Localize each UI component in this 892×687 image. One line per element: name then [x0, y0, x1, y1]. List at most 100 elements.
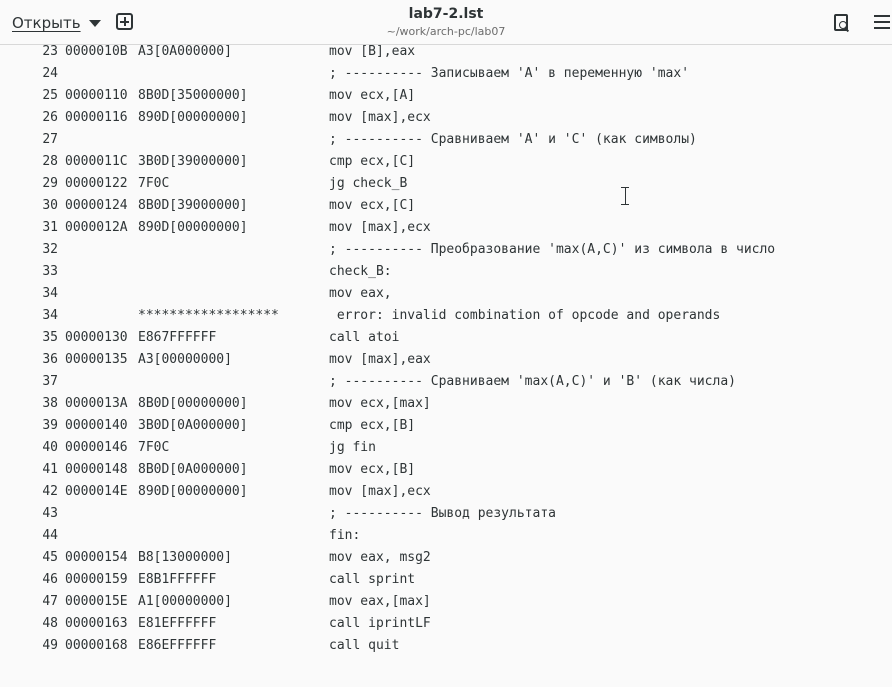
line-number: 29 [42, 176, 58, 191]
machine-code: 8B0D[39000000] [138, 198, 248, 213]
address: 00000140 [65, 418, 128, 433]
machine-code: 8B0D[0A000000] [138, 462, 248, 477]
address: 00000163 [65, 616, 128, 631]
address: 00000148 [65, 462, 128, 477]
source-code: ; ---------- Преобразование 'max(A,C)' и… [329, 242, 776, 257]
source-code: mov ecx,[C] [329, 198, 416, 213]
address: 00000130 [65, 330, 128, 345]
source-code: ; ---------- Записываем 'A' в переменную… [329, 66, 690, 81]
line-number: 43 [42, 506, 58, 521]
machine-code: E867FFFFFF [138, 330, 217, 345]
line-number: 40 [42, 440, 58, 455]
source-code: cmp ecx,[B] [329, 418, 416, 433]
address: 0000010B [65, 45, 128, 59]
line-number: 26 [42, 110, 58, 125]
address: 00000135 [65, 352, 128, 367]
address: 0000013A [65, 396, 128, 411]
line-number: 32 [42, 242, 58, 257]
line-number: 25 [42, 88, 58, 103]
machine-code: 7F0C [138, 440, 170, 455]
address: 00000168 [65, 638, 128, 653]
address: 0000015E [65, 594, 128, 609]
address: 00000146 [65, 440, 128, 455]
machine-code: A1[00000000] [138, 594, 232, 609]
machine-code: 8B0D[00000000] [138, 396, 248, 411]
window-subtitle-path: ~/work/arch-pc/lab07 [386, 25, 506, 38]
machine-code: 3B0D[0A000000] [138, 418, 248, 433]
source-code: error: invalid combination of opcode and… [329, 308, 721, 323]
source-code: mov [B],eax [329, 45, 416, 59]
machine-code: E81EFFFFFF [138, 616, 217, 631]
source-code: mov eax, msg2 [329, 550, 431, 565]
address: 00000154 [65, 550, 128, 565]
chevron-down-icon [88, 19, 101, 27]
source-code: call iprintLF [329, 616, 431, 631]
new-tab-icon[interactable] [116, 13, 133, 30]
address: 0000012A [65, 220, 128, 235]
source-code: call sprint [329, 572, 416, 587]
line-number: 33 [42, 264, 58, 279]
line-number: 41 [42, 462, 58, 477]
search-document-icon[interactable] [834, 14, 850, 32]
address: 00000110 [65, 88, 128, 103]
machine-code: A3[00000000] [138, 352, 232, 367]
source-code: mov [max],ecx [329, 110, 431, 125]
source-code: cmp ecx,[C] [329, 154, 416, 169]
address: 0000011C [65, 154, 128, 169]
source-code: check_B: [329, 264, 392, 279]
line-number: 35 [42, 330, 58, 345]
source-code: ; ---------- Сравниваем 'A' и 'C' (как с… [329, 132, 697, 147]
line-number: 44 [42, 528, 58, 543]
source-code: mov ecx,[B] [329, 462, 416, 477]
line-number: 38 [42, 396, 58, 411]
line-number: 23 [42, 45, 58, 59]
header-bar: Открыть lab7-2.lst ~/work/arch-pc/lab07 [0, 0, 892, 45]
source-code: mov ecx,[max] [329, 396, 431, 411]
line-number: 48 [42, 616, 58, 631]
line-number: 47 [42, 594, 58, 609]
window-title: lab7-2.lst [408, 6, 484, 22]
line-number: 36 [42, 352, 58, 367]
address: 0000014E [65, 484, 128, 499]
source-code: mov [max],ecx [329, 220, 431, 235]
source-code: call quit [329, 638, 400, 653]
open-button[interactable]: Открыть [12, 12, 101, 34]
line-number: 37 [42, 374, 58, 389]
source-code: call atoi [329, 330, 400, 345]
source-code: mov [max],ecx [329, 484, 431, 499]
hamburger-menu-icon[interactable] [874, 15, 890, 29]
text-cursor-icon [621, 187, 629, 206]
machine-code: 3B0D[39000000] [138, 154, 248, 169]
machine-code: 890D[00000000] [138, 484, 248, 499]
source-code: mov [max],eax [329, 352, 431, 367]
line-number: 45 [42, 550, 58, 565]
machine-code: 8B0D[35000000] [138, 88, 248, 103]
line-number: 34 [42, 308, 58, 323]
open-button-label: Открыть [12, 14, 81, 32]
line-number: 46 [42, 572, 58, 587]
source-code: ; ---------- Сравниваем 'max(A,C)' и 'B'… [329, 374, 736, 389]
source-code: mov eax, [329, 286, 392, 301]
source-code: mov eax,[max] [329, 594, 431, 609]
source-code: fin: [329, 528, 361, 543]
source-code: jg check_B [329, 176, 408, 191]
machine-code: A3[0A000000] [138, 45, 232, 59]
text-editor-area[interactable]: 23 0000010B A3[0A000000] mov [B],eax 24 ; ---… [0, 45, 892, 687]
line-number: 27 [42, 132, 58, 147]
line-number: 24 [42, 66, 58, 81]
machine-code: 7F0C [138, 176, 170, 191]
address: 00000122 [65, 176, 128, 191]
address: 00000124 [65, 198, 128, 213]
address: 00000116 [65, 110, 128, 125]
source-code: jg fin [329, 440, 376, 455]
machine-code: E86EFFFFFF [138, 638, 217, 653]
address: 00000159 [65, 572, 128, 587]
source-code: ; ---------- Вывод результата [329, 506, 556, 521]
machine-code: E8B1FFFFFF [138, 572, 217, 587]
line-number: 49 [42, 638, 58, 653]
line-number: 28 [42, 154, 58, 169]
machine-code: 890D[00000000] [138, 220, 248, 235]
line-number: 30 [42, 198, 58, 213]
source-code: mov ecx,[A] [329, 88, 416, 103]
line-number: 39 [42, 418, 58, 433]
